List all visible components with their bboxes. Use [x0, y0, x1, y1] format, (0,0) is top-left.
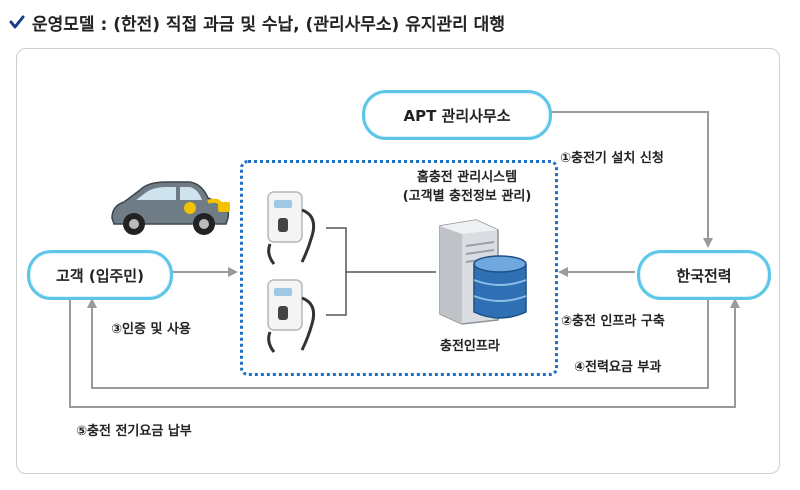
charger-icon [267, 279, 316, 353]
step-apply-install: ①충전기 설치 신청 [560, 151, 664, 166]
step-pay-bill: ⑤충전 전기요금 납부 [76, 424, 192, 439]
apt-office-node: APT 관리사무소 [362, 90, 552, 140]
charger-icon [267, 191, 316, 265]
car-icon [111, 181, 230, 235]
customer-node: 고객 (입주민) [27, 250, 173, 300]
arrow-pay-bill [69, 296, 740, 408]
check-icon [8, 13, 26, 31]
system-title: 홈충전 관리시스템 (고객별 충전정보 관리) [402, 170, 532, 204]
page-title-text: 운영모델 : (한전) 직접 과금 및 수납, (관리사무소) 유지관리 대행 [32, 14, 505, 35]
page-title: 운영모델 : (한전) 직접 과금 및 수납, (관리사무소) 유지관리 대행 [8, 10, 505, 35]
infra-label: 충전인프라 [440, 339, 500, 354]
arrow-apply-install [546, 111, 713, 248]
database-icon [473, 255, 527, 319]
arrow-bill-charge [87, 296, 709, 389]
kepco-node: 한국전력 [637, 250, 771, 300]
step-bill-charge: ④전력요금 부과 [574, 360, 662, 375]
step-build-infra: ②충전 인프라 구축 [561, 314, 665, 329]
step-auth-use: ③인증 및 사용 [111, 322, 191, 337]
charging-infra-box [240, 160, 558, 376]
